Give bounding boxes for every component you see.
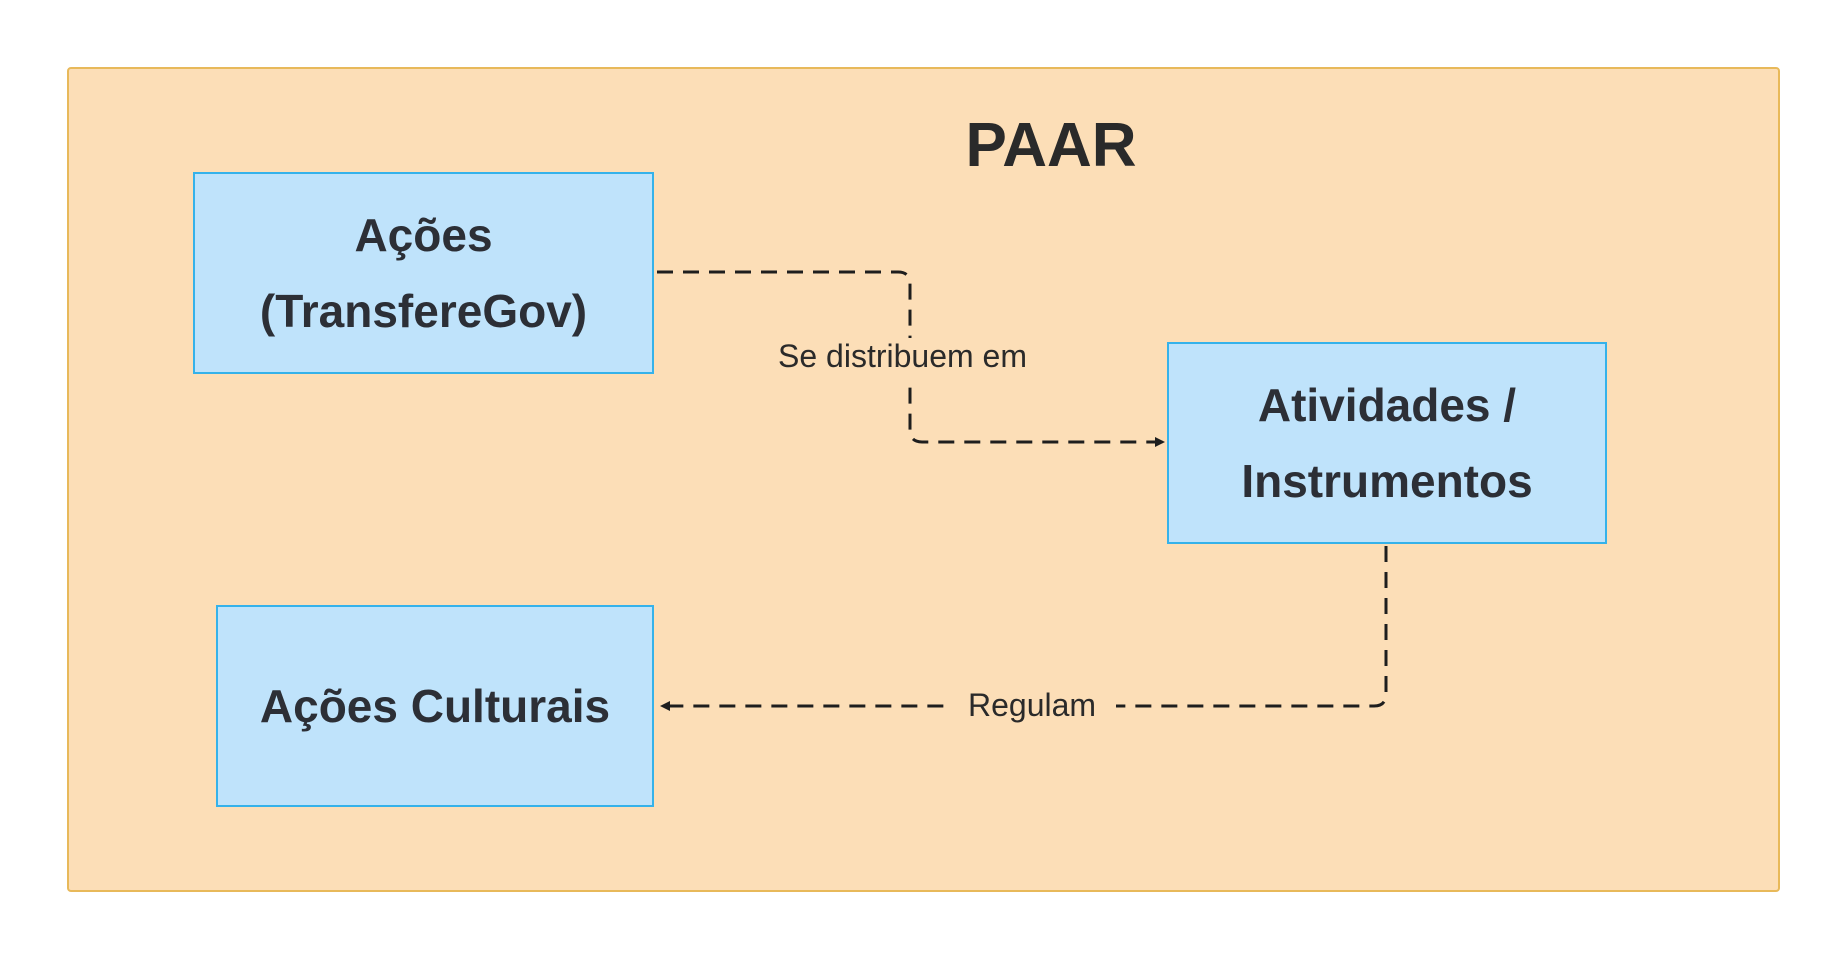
node-atividades-line2: Instrumentos <box>1241 455 1533 507</box>
edge-label-se-distribuem-em: Se distribuem em <box>778 338 1027 374</box>
node-acoes-transferegov[interactable]: Ações (TransfereGov) <box>193 172 654 374</box>
node-acoes-line2: (TransfereGov) <box>259 285 588 337</box>
node-acoes-culturais-label: Ações Culturais <box>259 680 611 732</box>
node-atividades-instrumentos[interactable]: Atividades / Instrumentos <box>1167 342 1607 544</box>
edge-label-gap-se-distribuem <box>778 338 1042 378</box>
edge-regulam[interactable] <box>660 546 1388 711</box>
node-atividades-line1: Atividades / <box>1257 379 1517 431</box>
node-acoes-culturais[interactable]: Ações Culturais <box>216 605 654 807</box>
diagram-title: PAAR <box>965 111 1137 180</box>
edge-label-gap-regulam <box>950 684 1116 728</box>
edge-se-distribuem-em[interactable] <box>657 270 1165 447</box>
node-acoes-line1: Ações <box>354 209 493 261</box>
edge-label-regulam: Regulam <box>968 687 1097 723</box>
